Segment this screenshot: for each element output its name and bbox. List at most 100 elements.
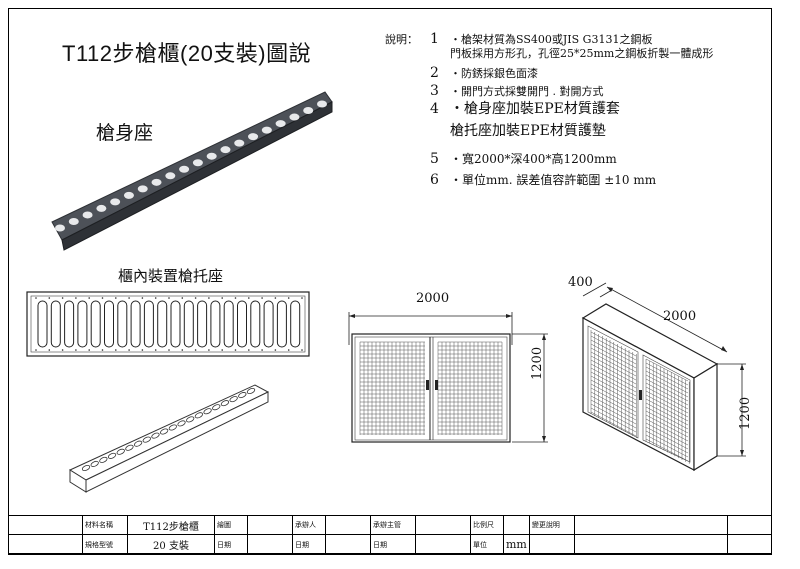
mesh-line xyxy=(645,398,689,422)
stock-slot xyxy=(143,300,154,348)
scale-label: 比例尺 xyxy=(470,515,504,535)
stock-slot xyxy=(77,300,88,348)
barrel-slot xyxy=(68,217,79,225)
barrel-slot xyxy=(206,152,217,160)
bolt-hole xyxy=(154,297,157,299)
bolt-hole xyxy=(181,349,184,351)
name-label: 材料名稱 xyxy=(82,515,128,535)
title-block: 材料名稱 T112步槍櫃 繪圖 承辦人 承辦主管 比例尺 變更說明 規格型號 2… xyxy=(8,515,772,555)
iso-slot xyxy=(107,452,117,459)
cabinet-front-view xyxy=(348,312,548,443)
revision-label: 變更說明 xyxy=(528,515,575,535)
stock-slot xyxy=(223,300,234,348)
designer-label: 繪圖 xyxy=(214,515,248,535)
mesh-line xyxy=(645,366,689,390)
mesh-line xyxy=(590,347,637,373)
stock-slot xyxy=(117,300,128,348)
bolt-hole xyxy=(128,349,130,351)
bolt-hole xyxy=(61,297,64,299)
iso-slot xyxy=(125,444,134,451)
mesh-line xyxy=(590,375,637,401)
iso-slot xyxy=(133,440,143,447)
mesh-line xyxy=(645,438,689,462)
mesh-line xyxy=(590,403,637,429)
date-label-3: 日期 xyxy=(370,534,416,555)
stock-slot xyxy=(263,300,274,348)
iso-slot xyxy=(229,396,238,403)
mesh-line xyxy=(590,387,637,413)
stock-slot xyxy=(130,300,141,348)
iso-width-dim: 2000 xyxy=(663,309,697,324)
barrel-slot xyxy=(82,211,93,219)
bolt-hole xyxy=(248,297,250,299)
barrel-slot xyxy=(248,133,259,141)
bolt-hole xyxy=(35,349,37,351)
mesh-line xyxy=(645,426,689,450)
spec-label: 規格型號 xyxy=(82,534,128,555)
mesh-line xyxy=(645,374,689,398)
note-2: 2・防銹採銀色面漆 xyxy=(430,65,538,81)
barrel-slot xyxy=(179,165,190,173)
stock-rack-label: 櫃內裝置槍托座 xyxy=(118,267,224,285)
stock-slot xyxy=(50,300,61,348)
barrel-rack-label: 槍身座 xyxy=(96,122,154,144)
stock-slot xyxy=(276,300,287,348)
stock-slot xyxy=(290,300,301,348)
front-height-dim: 1200 xyxy=(530,346,545,380)
bolt-hole xyxy=(301,349,303,351)
bolt-hole xyxy=(287,349,290,351)
iso-slot xyxy=(203,408,212,415)
mesh-line xyxy=(645,362,689,386)
approver-label: 承辦主管 xyxy=(370,515,416,535)
note-6: 6・單位mm. 誤差值容許範圍 ±10 mm xyxy=(430,172,657,188)
date-label-2: 日期 xyxy=(292,534,326,555)
mesh-line xyxy=(645,430,689,454)
barrel-slot xyxy=(234,139,245,147)
note-3: 3・開門方式採雙開門 . 對開方式 xyxy=(430,83,604,99)
mesh-line xyxy=(590,363,637,389)
mesh-line xyxy=(645,358,689,382)
bolt-hole xyxy=(208,349,210,351)
bolt-hole xyxy=(261,349,263,351)
bolt-hole xyxy=(221,349,223,351)
iso-slot xyxy=(212,404,221,411)
bolt-hole xyxy=(261,297,263,299)
bolt-hole xyxy=(141,297,144,299)
bolt-hole xyxy=(234,349,237,351)
barrel-slot xyxy=(303,107,314,115)
bolt-hole xyxy=(168,349,170,351)
mesh-line xyxy=(590,367,637,393)
unit-label: 單位 xyxy=(470,534,504,555)
mesh-line xyxy=(590,335,637,361)
bolt-hole xyxy=(75,349,77,351)
note-4: 4・槍身座加裝EPE材質護套 xyxy=(430,101,620,117)
mesh-line xyxy=(645,382,689,406)
barrel-slot xyxy=(192,159,203,167)
mesh-line xyxy=(645,370,689,394)
iso-slot xyxy=(246,387,256,395)
stock-slot xyxy=(250,300,261,348)
stock-slot xyxy=(37,300,48,348)
iso-slot xyxy=(177,420,186,427)
bolt-hole xyxy=(141,349,144,351)
stock-slot xyxy=(210,300,221,348)
mesh-line xyxy=(590,391,637,417)
mesh-line xyxy=(645,434,689,458)
mesh-line xyxy=(590,411,637,437)
note-5: 5・寬2000*深400*高1200mm xyxy=(430,151,617,167)
note-4b: 槍托座加裝EPE材質護墊 xyxy=(450,123,606,139)
iso-slot xyxy=(81,464,91,472)
bolt-hole xyxy=(48,297,51,299)
note-1: 1・槍架材質為SS400或JIS G3131之鋼板 xyxy=(430,31,653,47)
bolt-hole xyxy=(194,297,197,299)
unit-value: mm xyxy=(503,534,530,555)
mesh-line xyxy=(645,378,689,402)
mesh-line xyxy=(590,395,637,421)
drawing-title: T112步槍櫃(20支裝)圖說 xyxy=(62,41,312,66)
iso-slot xyxy=(99,456,108,463)
mesh-line xyxy=(590,383,637,409)
bolt-hole xyxy=(101,349,104,351)
spec-value: 20 支裝 xyxy=(127,534,215,555)
mesh-line xyxy=(590,399,637,425)
